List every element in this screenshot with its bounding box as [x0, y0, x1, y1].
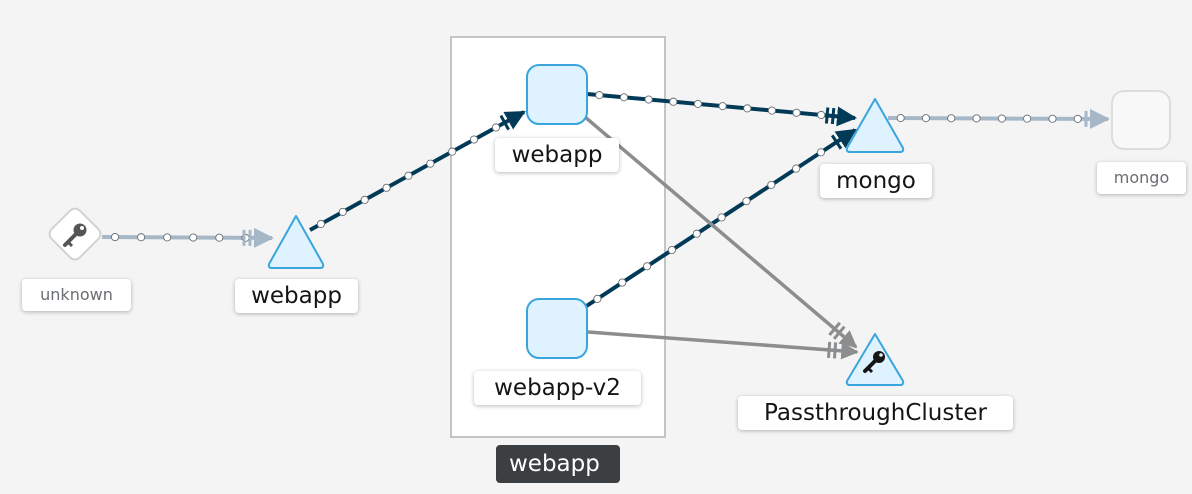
edge-hatch-mark: [832, 342, 838, 359]
key-icon: [863, 351, 885, 374]
node-webapp-service[interactable]: [267, 215, 325, 269]
traffic-dot: [718, 102, 727, 111]
node-label-webapp-v2: webapp-v2: [474, 371, 641, 405]
traffic-dot: [360, 195, 369, 204]
traffic-dot: [792, 108, 801, 117]
traffic-dot: [470, 135, 479, 144]
node-label-passthrough-cluster: PassthroughCluster: [738, 396, 1013, 430]
node-label-webapp-v1: webapp: [495, 138, 619, 172]
edge-hatch-mark: [832, 325, 846, 340]
key-icon: [63, 223, 87, 248]
traffic-dot: [717, 213, 726, 222]
traffic-dot: [896, 114, 905, 123]
node-mongo-service[interactable]: [845, 98, 905, 153]
traffic-dot: [972, 114, 981, 123]
node-mongo-external[interactable]: [1111, 90, 1171, 150]
traffic-dot: [491, 123, 500, 132]
traffic-dot: [316, 219, 325, 229]
traffic-dot: [693, 99, 703, 108]
edge-hatch-mark: [824, 107, 830, 124]
traffic-dot: [382, 183, 391, 192]
traffic-dot: [137, 233, 146, 242]
traffic-dot: [110, 233, 120, 242]
traffic-dot: [595, 91, 604, 100]
traffic-dot: [767, 180, 776, 189]
traffic-dot: [1073, 114, 1082, 123]
traffic-dot: [997, 114, 1006, 123]
edge-hatch-mark: [826, 341, 832, 359]
traffic-dot: [619, 93, 629, 102]
traffic-dot: [1048, 114, 1057, 123]
traffic-dot: [426, 159, 435, 168]
node-label-unknown: unknown: [22, 279, 131, 311]
node-label-webapp-service: webapp: [235, 279, 358, 313]
traffic-dot: [189, 233, 198, 242]
traffic-dot: [669, 97, 678, 106]
traffic-dot: [817, 110, 826, 120]
node-unknown[interactable]: [47, 206, 104, 263]
traffic-dot: [404, 171, 413, 180]
traffic-dot: [816, 148, 826, 157]
group-label-webapp: webapp: [496, 445, 620, 483]
node-webapp-v1[interactable]: [526, 64, 588, 125]
edge-hatch-mark: [828, 321, 841, 336]
traffic-dot: [644, 95, 653, 104]
traffic-dot: [338, 207, 347, 216]
traffic-dot: [692, 229, 701, 238]
traffic-dot: [1023, 114, 1032, 123]
node-webapp-v2[interactable]: [526, 298, 588, 359]
edge-hatch-mark: [830, 107, 836, 125]
traffic-dot: [792, 164, 801, 173]
node-passthrough-cluster[interactable]: [845, 333, 905, 386]
traffic-dot: [921, 114, 931, 123]
traffic-dot: [947, 114, 956, 123]
traffic-dot: [767, 106, 776, 115]
edge-hatch-mark: [830, 134, 843, 150]
traffic-dot: [448, 147, 457, 156]
traffic-dot: [618, 278, 627, 287]
node-label-mongo-service: mongo: [820, 164, 932, 198]
node-label-mongo-external: mongo: [1097, 162, 1186, 194]
traffic-dot: [743, 104, 752, 113]
traffic-dot: [643, 262, 652, 271]
traffic-dot: [742, 197, 751, 206]
edge-webapp-to-passthrough[interactable]: [583, 115, 858, 349]
traffic-dot: [593, 294, 602, 303]
traffic-dot: [667, 245, 676, 255]
traffic-animation: [110, 91, 1088, 359]
edge-webapp-v2-to-passthrough[interactable]: [587, 330, 859, 360]
traffic-dot: [163, 233, 172, 242]
edge-hatch-mark: [499, 114, 510, 131]
traffic-dot: [215, 233, 224, 242]
